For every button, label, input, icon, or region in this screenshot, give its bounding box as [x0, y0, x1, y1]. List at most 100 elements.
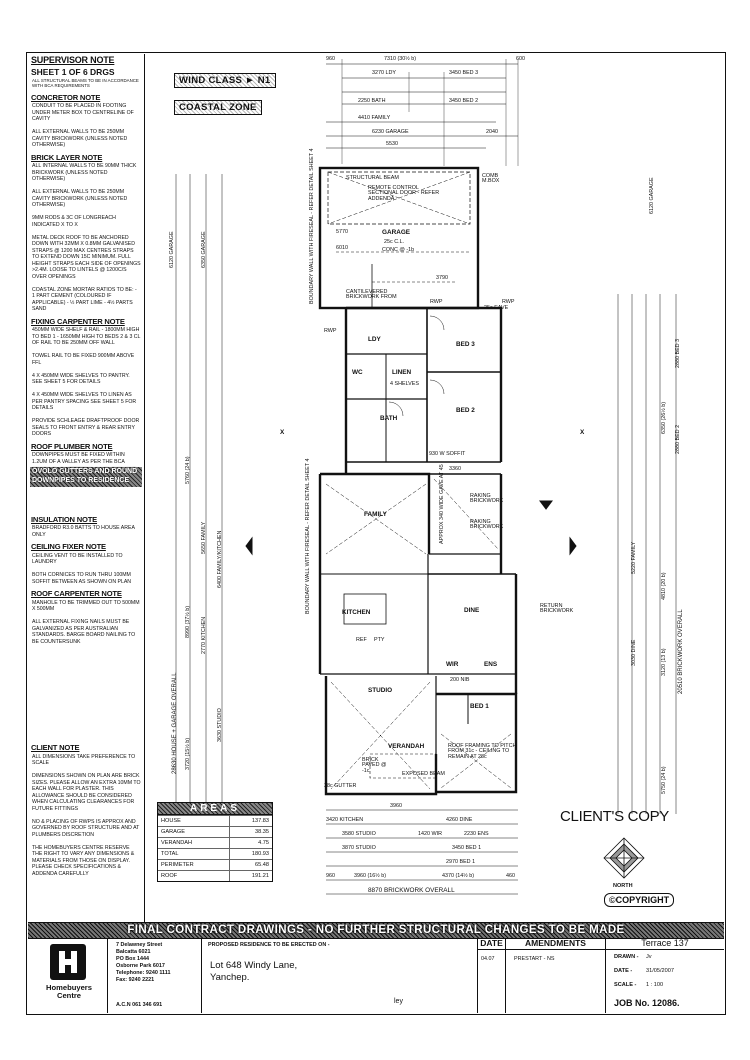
- dim-4370-14b: 4370 (14½ b): [442, 873, 475, 879]
- dim-right-6350: 6350 (26½ b): [661, 401, 667, 434]
- roof-carpenter-note-title: ROOF CARPENTER NOTE: [31, 589, 122, 599]
- room-studio: STUDIO: [368, 687, 393, 694]
- nib-label: 200 NIB: [450, 677, 470, 683]
- area-value: 191.21: [228, 870, 272, 881]
- address-line: Fax: 9240 2221: [116, 976, 155, 983]
- notes-column: SUPERVISOR NOTE SHEET 1 OF 6 DRGS ALL ST…: [28, 54, 145, 938]
- area-value: 65.48: [228, 859, 272, 871]
- area-label: HOUSE: [158, 815, 230, 827]
- eave-label-1: 25c EAVE: [484, 305, 509, 311]
- lot-address: Lot 648 Windy Lane,: [210, 960, 298, 971]
- north-arrow-icon: [603, 837, 645, 879]
- structural-beam-label: STRUCTURAL BEAM: [346, 175, 399, 181]
- gutter-label: 28c GUTTER: [324, 783, 357, 789]
- room-verandah: VERANDAH: [388, 743, 425, 750]
- room-linen: LINEN: [392, 369, 412, 376]
- garage-ceiling-height: 25c C.L.: [384, 239, 405, 245]
- dim-4410-family: 4410 FAMILY: [358, 115, 391, 121]
- dim-top-960: 960: [326, 56, 335, 62]
- dim-left-6350-garage: 6350 GARAGE: [201, 231, 207, 268]
- homebuyers-logo-icon: [50, 944, 86, 980]
- dim-right-bed3: 2880 BED 3: [675, 338, 681, 368]
- fixing-carpenter-note-body: 450mm WIDE SHELF & RAIL - 1800mm HIGH TO…: [32, 327, 141, 438]
- soffit-label: 930 W SOFFIT: [429, 451, 466, 457]
- dim-bottom-960: 960: [326, 873, 335, 879]
- exposed-beam-label: EXPOSED BEAM: [402, 771, 445, 777]
- room-dine: DINE: [464, 607, 480, 614]
- bricklayer-note-body: ALL INTERNAL WALLS TO BE 90mm THICK BRIC…: [32, 163, 141, 313]
- floor-plan: WIND CLASS ► N1 COASTAL ZONE 7310 (30½ b…: [146, 54, 724, 920]
- date-row: DATE -31/05/2007: [614, 968, 674, 974]
- job-number: JOB No. 12086.: [614, 998, 680, 1008]
- proposed-residence-label: PROPOSED RESIDENCE TO BE ERECTED ON -: [208, 942, 330, 948]
- room-bath: BATH: [380, 415, 398, 422]
- room-bed3: BED 3: [456, 341, 475, 348]
- dim-top-600: 600: [516, 56, 525, 62]
- concreter-note-body: CONDUIT TO BE PLACED IN FOOTING UNDER ME…: [32, 103, 134, 149]
- comb-meter-box-label: COMB M.BOX: [482, 173, 500, 185]
- dim-2230-ens: 2230 ENS: [464, 831, 489, 837]
- room-bed2: BED 2: [456, 407, 475, 414]
- supervisor-note-title: SUPERVISOR NOTE: [31, 55, 115, 65]
- area-value: 38.35: [228, 826, 272, 838]
- dim-3870-studio: 3870 STUDIO: [342, 845, 376, 851]
- fixture-ref: REF: [356, 637, 367, 643]
- dim-right-3120: 3120 (13 b): [661, 648, 667, 676]
- concreter-note-title: CONCRETOR NOTE: [31, 92, 101, 102]
- area-label: GARAGE: [158, 826, 230, 838]
- final-contract-banner: FINAL CONTRACT DRAWINGS - NO FURTHER STR…: [28, 922, 724, 939]
- amendment-text: PRESTART - NS: [514, 956, 555, 962]
- areas-title: AREAS: [158, 803, 272, 815]
- drawn-value: Jv: [646, 954, 652, 960]
- drawing-sheet-border: [26, 52, 726, 1015]
- brick-paved-label: BRICK PAVED @ -1c: [362, 757, 387, 774]
- raking-brickwork-1: RAKING BRICKWORK: [470, 493, 504, 505]
- area-label: VERANDAH: [158, 837, 230, 849]
- dim-3790: 3790: [436, 275, 448, 281]
- dim-bottom-3960: 3960: [390, 803, 402, 809]
- amendments-column: AMENDMENTS PRESTART - NS: [506, 938, 606, 1013]
- dim-right-3030-dine: 3030 DINE: [631, 639, 637, 666]
- dim-3450-bed1: 3450 BED 1: [452, 845, 482, 851]
- dim-3450-bed3: 3450 BED 3: [449, 70, 479, 76]
- dim-left-6400: 6400 FAMILY/KITCHEN: [217, 530, 223, 588]
- dim-2970-bed1: 2970 BED 1: [446, 859, 476, 865]
- insulation-note-title: INSULATION NOTE: [31, 514, 98, 524]
- gutter-downpipe-note: OVOLO GUTTERS AND ROUND DOWNPIPES TO RES…: [30, 467, 142, 487]
- amendments-header: AMENDMENTS: [506, 938, 605, 950]
- floor-plan-drawing: [175, 59, 677, 895]
- coastal-zone-tag: COASTAL ZONE: [174, 100, 262, 115]
- company-logo-block: Homebuyers Centre: [28, 938, 108, 1013]
- handwritten-note: ley: [394, 998, 403, 1005]
- dim-left-8990: 8990 (37½ b): [185, 605, 191, 638]
- dim-top-overall: 7310 (30½ b): [384, 56, 417, 62]
- area-value: 4.75: [228, 837, 272, 849]
- room-kitchen: KITCHEN: [342, 609, 371, 616]
- company-acn: A.C.N 061 346 691: [116, 1002, 163, 1009]
- address-line: PO Box 1444: [116, 955, 149, 962]
- supervisor-note-body: ALL STRUCTURAL BEAMS TO BE IN ACCORDANCE…: [32, 77, 139, 89]
- address-line: 7 Delawney Street: [116, 942, 163, 948]
- company-address-block: 7 Delawney Street Balcatta 6021 PO Box 1…: [108, 938, 202, 1013]
- dim-3960-16b: 3960 (16½ b): [354, 873, 387, 879]
- area-label: PERIMETER: [158, 859, 230, 871]
- section-x-right: X: [580, 429, 585, 436]
- roof-carpenter-note-body: MANHOLE TO BE TRIMMED OUT TO 500mm x 500…: [32, 599, 140, 645]
- dim-3580-studio: 3580 STUDIO: [342, 831, 376, 837]
- dim-6230-garage: 6230 GARAGE: [372, 129, 409, 135]
- roof-plumber-note-body: DOWNPIPES MUST BE FIXED WITHIN 1.2UM OF …: [32, 452, 125, 465]
- dim-left-3720: 3720 (15½ b): [185, 737, 191, 770]
- date-label: DATE -: [614, 968, 633, 974]
- dim-left-5760: 5760 (24 b): [185, 456, 191, 484]
- sheet-number: SHEET 1 OF 6 DRGS: [31, 67, 115, 78]
- area-label: TOTAL: [158, 848, 230, 860]
- fixing-carpenter-note-title: FIXING CARPENTER NOTE: [31, 316, 125, 326]
- dim-left-2770-kitchen: 2770 KITCHEN: [201, 616, 207, 654]
- clients-copy-stamp: CLIENT'S COPY: [560, 808, 669, 825]
- dim-bottom-overall: 8870 BRICKWORK OVERALL: [368, 887, 455, 894]
- raking-brickwork-2: RAKING BRICKWORK: [470, 519, 504, 531]
- rwp-label-3: RWP: [502, 299, 515, 305]
- dim-left-overall: 28630 HOUSE + GARAGE OVERALL: [172, 672, 178, 774]
